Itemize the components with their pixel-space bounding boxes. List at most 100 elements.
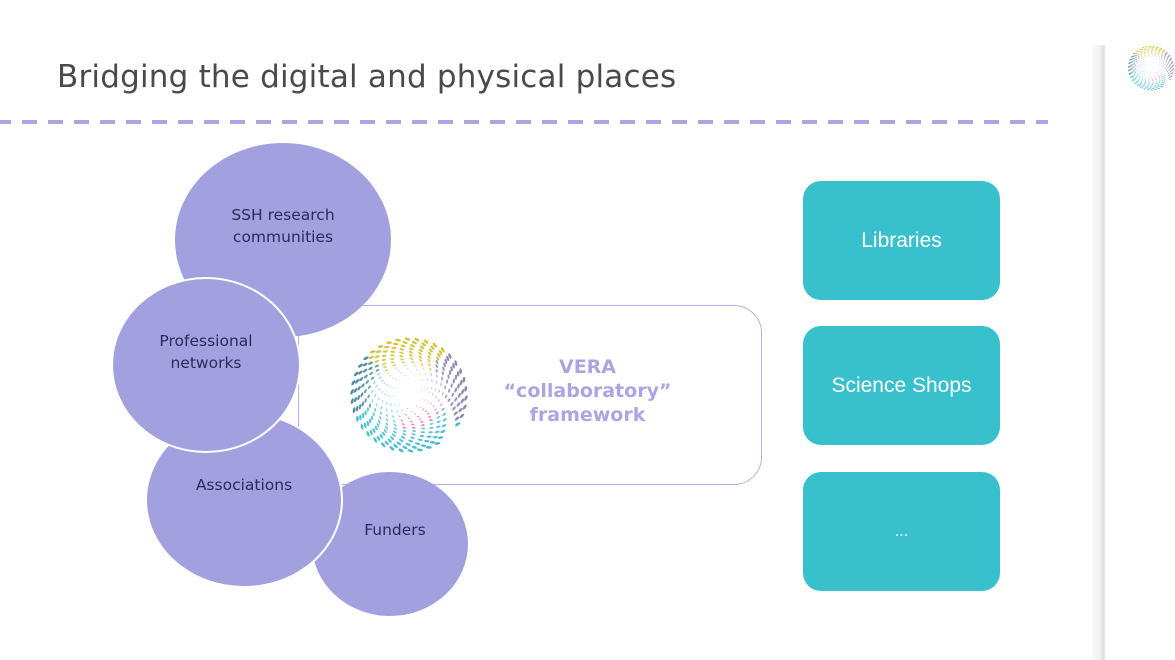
- logo-dash: [426, 435, 432, 438]
- logo-dash: [1158, 80, 1161, 82]
- logo-dash: [419, 434, 425, 438]
- logo-dash: [372, 412, 375, 417]
- logo-dash: [1154, 49, 1157, 52]
- logo-dash: [358, 404, 362, 410]
- logo-dash: [457, 392, 461, 398]
- logo-dash: [1155, 54, 1157, 56]
- logo-dash: [1142, 63, 1144, 65]
- logo-dash: [435, 374, 438, 378]
- logo-dash: [1159, 61, 1161, 64]
- logo-dash: [428, 391, 430, 394]
- logo-dash: [411, 340, 417, 345]
- logo-dash: [1133, 65, 1135, 68]
- logo-dash: [1142, 67, 1144, 69]
- logo-dash: [415, 405, 418, 407]
- logo-dash: [356, 415, 359, 422]
- logo-dash: [374, 355, 380, 358]
- logo-dash: [416, 448, 423, 452]
- logo-dash: [379, 434, 384, 439]
- logo-dash: [1167, 63, 1169, 66]
- logo-dash: [382, 362, 387, 365]
- logo-dash: [399, 351, 404, 354]
- logo-dash: [1140, 66, 1141, 68]
- logo-dash: [1147, 52, 1149, 54]
- logo-dash: [1132, 79, 1134, 82]
- logo-dash: [406, 407, 409, 409]
- logo-dash: [1150, 89, 1153, 91]
- logo-dash: [440, 347, 445, 353]
- logo-dash: [1146, 75, 1148, 77]
- logo-dash: [418, 351, 423, 356]
- logo-dash: [1159, 64, 1161, 66]
- logo-dash: [444, 358, 448, 364]
- logo-dash: [378, 419, 381, 424]
- logo-dash: [1145, 57, 1147, 58]
- logo-dash: [1134, 82, 1136, 85]
- logo-dash: [1155, 78, 1157, 79]
- logo-dash: [459, 413, 465, 419]
- circle-professional-networks: Professional networks: [111, 277, 301, 453]
- logo-dash: [453, 411, 458, 416]
- logo-dash: [1142, 59, 1144, 60]
- logo-dash: [428, 415, 432, 418]
- logo-dash: [409, 370, 412, 373]
- logo-dash: [1159, 70, 1161, 72]
- logo-dash: [1156, 85, 1159, 87]
- logo-dash: [1140, 52, 1143, 54]
- logo-dash: [1148, 60, 1150, 61]
- place-tile-science-shops: Science Shops: [803, 326, 1000, 445]
- logo-dash: [374, 407, 377, 412]
- logo-dash: [390, 436, 395, 440]
- circle-label-line: communities: [232, 228, 334, 246]
- place-tile-label: ...: [894, 522, 909, 540]
- framework-line: framework: [529, 404, 646, 426]
- logo-dash: [1162, 50, 1165, 53]
- logo-dash: [1141, 48, 1144, 50]
- logo-dash: [462, 404, 467, 410]
- logo-dash: [1144, 82, 1146, 85]
- logo-dash: [1144, 60, 1146, 62]
- logo-dash: [1144, 56, 1146, 57]
- logo-dash: [1143, 52, 1146, 53]
- logo-dash: [1148, 81, 1150, 83]
- logo-dash: [1164, 53, 1166, 56]
- logo-dash: [442, 366, 445, 371]
- logo-dash: [454, 416, 460, 421]
- logo-dash: [1142, 77, 1143, 79]
- logo-dash: [392, 342, 399, 346]
- logo-dash: [1144, 47, 1147, 49]
- logo-dash: [364, 389, 367, 394]
- logo-dash: [438, 389, 441, 393]
- logo-dash: [355, 405, 359, 412]
- logo-dash: [1152, 87, 1155, 89]
- logo-dash: [1149, 45, 1152, 47]
- logo-dash: [1153, 57, 1155, 59]
- logo-dash: [1130, 64, 1133, 67]
- logo-dash: [376, 435, 381, 441]
- logo-dash: [436, 416, 441, 419]
- logo-dash: [434, 408, 438, 411]
- logo-dash: [1152, 80, 1154, 82]
- logo-dash: [1144, 73, 1145, 75]
- logo-dash: [1145, 46, 1148, 48]
- logo-dash: [383, 429, 387, 434]
- logo-dash: [1137, 79, 1139, 82]
- logo-dash: [421, 398, 423, 400]
- logo-dash: [456, 402, 461, 407]
- logo-dash: [421, 378, 424, 382]
- logo-dash: [1158, 66, 1160, 68]
- logo-dash: [1155, 69, 1157, 70]
- logo-dash: [408, 350, 413, 354]
- logo-dash: [428, 348, 433, 353]
- logo-dash: [1140, 82, 1142, 84]
- logo-dash: [394, 403, 396, 406]
- logo-dash: [379, 415, 382, 420]
- logo-dash: [442, 418, 447, 422]
- logo-dash: [396, 441, 402, 446]
- logo-dash: [1155, 82, 1158, 83]
- logo-dash: [1151, 48, 1154, 50]
- logo-dash: [1161, 81, 1163, 83]
- logo-dash: [1155, 80, 1158, 82]
- logo-dash: [1163, 71, 1165, 73]
- logo-dash: [365, 380, 370, 384]
